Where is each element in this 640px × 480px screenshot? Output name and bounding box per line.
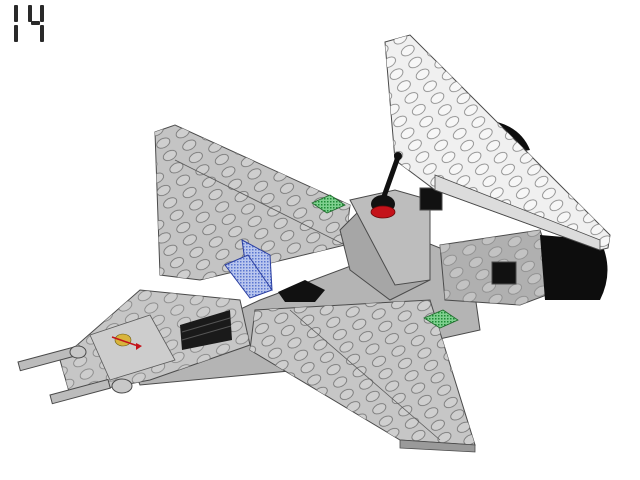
vent-grille-upper [419, 187, 443, 211]
vent-grille-right [491, 261, 517, 285]
front-vent [180, 310, 232, 350]
digit-4-right-top [40, 5, 44, 22]
white-wing [384, 34, 611, 251]
digit-4-right-bottom [40, 25, 44, 42]
trans-blue-windscreen [224, 239, 273, 299]
digit-1-bottom [14, 25, 18, 42]
front-cannons [17, 345, 133, 405]
trans-green-tile-right [423, 309, 459, 329]
digit-4-middle [31, 21, 40, 25]
trans-green-tile-left [311, 194, 346, 214]
joystick [370, 152, 402, 219]
step-number [14, 5, 44, 42]
digit-4-left [28, 5, 32, 22]
black-slope-piece [278, 280, 325, 302]
right-front-wing [249, 299, 476, 453]
left-rear-wing [154, 124, 351, 281]
digit-1-top [14, 5, 18, 22]
space-logo-icon [111, 333, 142, 350]
nose-section [59, 289, 251, 396]
